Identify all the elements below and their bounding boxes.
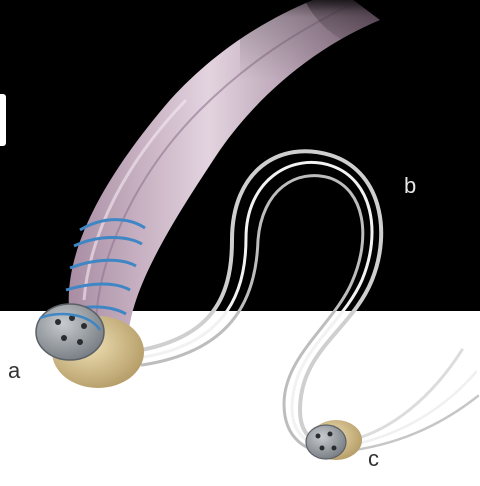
label-c: c [368, 448, 379, 470]
fixation-button-c [306, 420, 362, 460]
label-a: a [8, 360, 20, 382]
label-b: b [404, 175, 416, 197]
